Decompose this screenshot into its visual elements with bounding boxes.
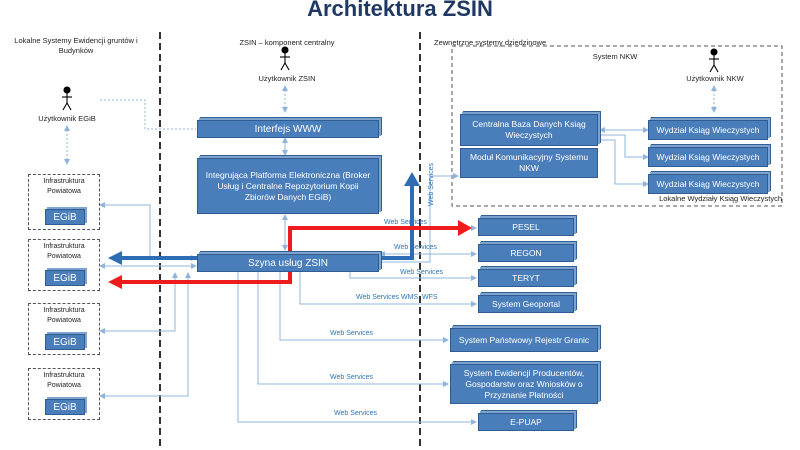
column-header-left: Lokalne Systemy Ewidencji gruntów i Budy… [14, 36, 138, 55]
user-nkw-icon [709, 48, 719, 73]
egib-box: EGiB [45, 270, 85, 286]
egib-box: EGiB [45, 399, 85, 415]
ws-label-wms: Web Services WMS, WFS [356, 294, 438, 301]
external-system-geoportal: System Geoportal [478, 295, 574, 313]
infra-box: Infrastruktura Powiatowa EGiB [28, 174, 100, 230]
column-header-right: Zewnętrzne systemy dziedzinowe [434, 38, 547, 47]
external-system-pesel: PESEL [478, 218, 574, 236]
nkw-central-db-box: Centralna Baza Danych Ksiąg Wieczystych [460, 114, 598, 146]
infra-label: Infrastruktura Powiatowa [43, 243, 85, 260]
nkw-department-box: Wydział Ksiąg Wieczystych [648, 147, 768, 167]
external-system-epuap: E-PUAP [478, 413, 574, 431]
user-zsin-label: Użytkownik ZSIN [258, 74, 316, 83]
user-egib-icon [62, 86, 72, 111]
www-interface-box: Interfejs WWW [197, 120, 379, 138]
nkw-frame [451, 45, 783, 207]
ws-label: Web Services [330, 330, 374, 337]
infra-label: Infrastruktura Powiatowa [43, 307, 85, 324]
ws-label-vertical: Web Services [428, 162, 435, 206]
service-bus-box: Szyna usług ZSIN [197, 254, 379, 272]
egib-box: EGiB [45, 334, 85, 350]
infra-box: Infrastruktura Powiatowa EGiB [28, 368, 100, 420]
external-system-regon: REGON [478, 244, 574, 262]
egib-box: EGiB [45, 209, 85, 225]
nkw-comm-module-box: Moduł Komunikacyjny Systemu NKW [460, 148, 598, 178]
integration-platform-box: Integrująca Platforma Elektroniczna (Bro… [197, 158, 379, 214]
infra-box: Infrastruktura Powiatowa EGiB [28, 239, 100, 291]
ws-label: Web Services [330, 374, 374, 381]
ws-label: Web Services [400, 269, 444, 276]
infra-label: Infrastruktura Powiatowa [43, 178, 85, 195]
nkw-department-box: Wydział Ksiąg Wieczystych [648, 174, 768, 194]
nkw-frame-label: System NKW [592, 52, 638, 61]
ws-label: Web Services [394, 244, 438, 251]
user-nkw-label: Użytkownik NKW [686, 74, 744, 83]
nkw-department-box: Wydział Ksiąg Wieczystych [648, 120, 768, 140]
infra-box: Infrastruktura Powiatowa EGiB [28, 303, 100, 355]
external-system-ewidencja-producentow: System Ewidencji Producentów, Gospodarst… [450, 364, 598, 404]
page-title: Architektura ZSIN [307, 0, 493, 21]
external-system-prg: System Państwowy Rejestr Granic [450, 328, 598, 352]
user-egib-label: Użytkownik EGiB [38, 114, 96, 123]
infra-label: Infrastruktura Powiatowa [43, 372, 85, 389]
nkw-local-label: Lokalne Wydziały Ksiąg Wieczystych [659, 194, 782, 203]
column-header-center: ZSIN – komponent centralny [239, 38, 335, 47]
user-zsin-icon [280, 46, 290, 71]
external-system-teryt: TERYT [478, 269, 574, 287]
ws-label: Web Services [384, 219, 428, 226]
ws-label: Web Services [334, 410, 378, 417]
